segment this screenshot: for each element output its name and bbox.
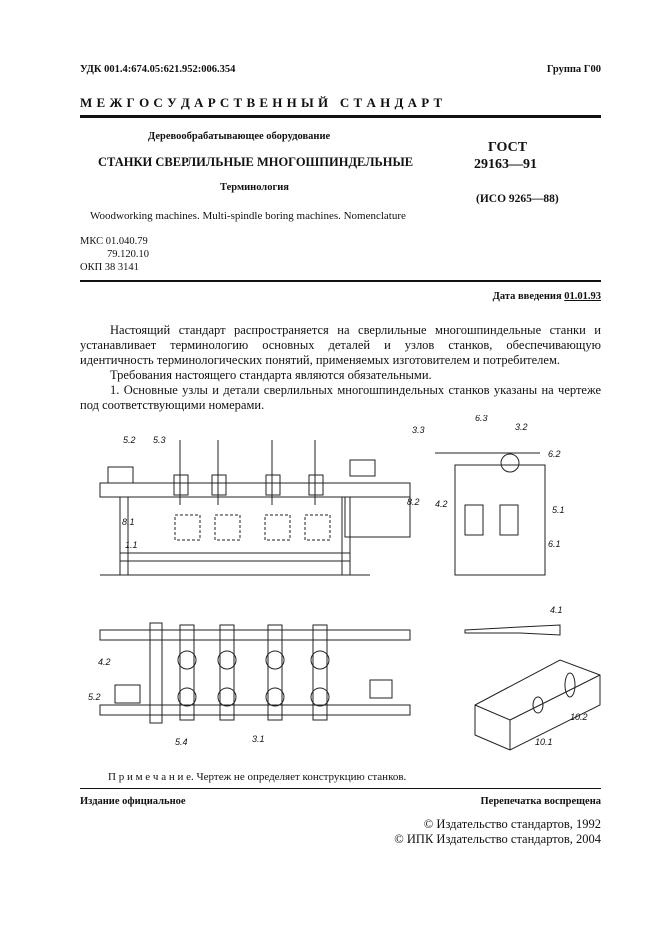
introduction-date: Дата введения 01.01.93: [493, 291, 601, 302]
copyright-1992: © Издательство стандартов, 1992: [423, 817, 601, 831]
gost-number: 29163—91: [474, 157, 537, 172]
subtitle: Терминология: [220, 182, 289, 193]
label-6-2: 6.2: [548, 449, 561, 459]
label-6-3: 6.3: [475, 415, 488, 423]
label-6-1: 6.1: [548, 539, 561, 549]
front-view: 5.2 5.3 8.1 1.1 8.2: [99, 435, 420, 576]
copyright-2004: © ИПК Издательство стандартов, 2004: [394, 832, 601, 846]
banner: М Е Ж Г О С У Д А Р С Т В Е Н Н Ы Й С Т …: [80, 95, 443, 110]
label-3-3: 3.3: [412, 425, 425, 435]
label-3-1: 3.1: [252, 734, 265, 744]
iso-reference: (ИСО 9265—88): [476, 193, 559, 205]
gost-label: ГОСТ: [488, 140, 528, 155]
label-8-1: 8.1: [122, 517, 135, 527]
side-view: 3.3 6.3 3.2 6.2 4.2 5.1 6.1: [412, 415, 565, 576]
label-4-2-top: 4.2: [98, 657, 111, 667]
mks-code: МКС 01.040.79: [80, 236, 148, 247]
label-5-2: 5.2: [123, 435, 136, 445]
drawing-note: П р и м е ч а н и е. Чертеж не определяе…: [108, 771, 406, 783]
udk-code: УДК 001.4:674.05:621.952:006.354: [80, 64, 236, 75]
group-code: Группа Г00: [546, 64, 601, 75]
label-10-1: 10.1: [535, 737, 553, 747]
paragraph-clause-1: 1. Основные узлы и детали сверлильных мн…: [80, 383, 601, 412]
label-10-2: 10.2: [570, 712, 588, 722]
label-4-1: 4.1: [550, 605, 563, 615]
paragraph-scope: Настоящий стандарт распространяется на с…: [80, 323, 601, 367]
category-title: Деревообрабатывающее оборудование: [148, 131, 331, 142]
label-3-2: 3.2: [515, 422, 528, 432]
date-label: Дата введения: [492, 291, 565, 302]
paragraph-requirements: Требования настоящего стандарта являются…: [110, 368, 432, 382]
note-text: Чертеж не определяет конструкцию станков…: [193, 771, 407, 783]
label-5-3: 5.3: [153, 435, 166, 445]
top-view: 4.2 5.2 5.4 3.1: [88, 622, 411, 747]
label-5-4: 5.4: [175, 737, 188, 747]
official-edition: Издание официальное: [80, 796, 186, 807]
footer-rule: [80, 788, 601, 789]
label-4-2-side: 4.2: [435, 499, 448, 509]
label-5-1: 5.1: [552, 505, 565, 515]
workpiece: 10.2 10.1: [474, 659, 601, 751]
page-title: СТАНКИ СВЕРЛИЛЬНЫЕ МНОГОШПИНДЕЛЬНЫЕ: [98, 155, 414, 169]
mks-code-2: 79.120.10: [107, 249, 149, 260]
label-1-1: 1.1: [125, 540, 138, 550]
okp-code: ОКП 38 3141: [80, 262, 139, 273]
machine-drawing: 5.2 5.3 8.1 1.1 8.2 3.3 6.3 3.2 6.2 4.2 …: [88, 415, 601, 751]
date-value: 01.01.93: [564, 291, 601, 302]
header-rule: [80, 280, 601, 282]
banner-rule: [80, 115, 601, 118]
english-title: Woodworking machines. Multi-spindle bori…: [90, 210, 406, 222]
reprint-notice: Перепечатка воспрещена: [480, 796, 601, 807]
label-8-2: 8.2: [407, 497, 420, 507]
label-5-2-top: 5.2: [88, 692, 101, 702]
note-label: П р и м е ч а н и е.: [108, 771, 194, 783]
drill-bit: 4.1: [464, 605, 563, 636]
